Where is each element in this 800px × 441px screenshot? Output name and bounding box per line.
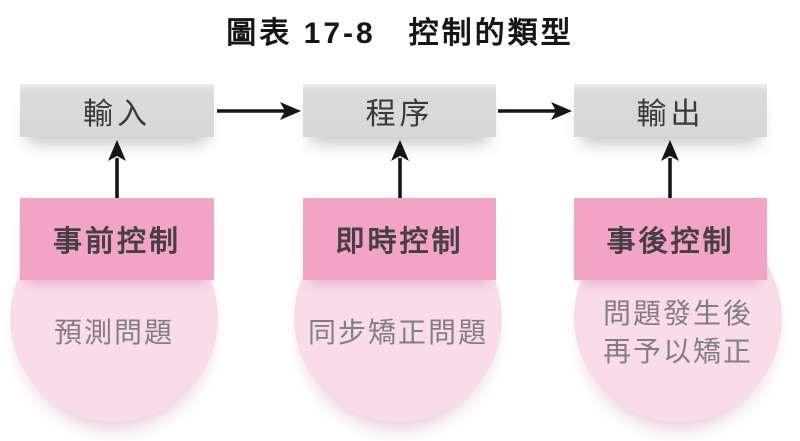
arrow-feedback-to-output-icon bbox=[661, 140, 679, 198]
control-box-feedforward: 事前控制 bbox=[20, 198, 214, 280]
stage-box-input: 輸入 bbox=[20, 84, 214, 137]
description-label-feedforward: 預測問題 bbox=[53, 317, 174, 349]
arrow-input-to-process-icon bbox=[217, 102, 301, 120]
control-box-concurrent: 即時控制 bbox=[303, 198, 496, 280]
control-label-feedforward: 事前控制 bbox=[52, 226, 181, 258]
stage-label-output: 輸出 bbox=[636, 97, 705, 131]
stage-box-process: 程序 bbox=[303, 84, 496, 137]
arrow-process-to-output-icon bbox=[498, 102, 572, 120]
arrow-concurrent-to-process-icon bbox=[391, 140, 409, 198]
page-title: 圖表 17-8 控制的類型 bbox=[226, 17, 574, 50]
description-label-concurrent: 同步矯正問題 bbox=[307, 317, 488, 349]
stage-label-input: 輸入 bbox=[83, 97, 151, 131]
arrow-feedforward-to-input-icon bbox=[108, 140, 126, 198]
control-label-feedback: 事後控制 bbox=[606, 226, 735, 258]
stage-box-output: 輸出 bbox=[574, 84, 767, 137]
control-label-concurrent: 即時控制 bbox=[335, 226, 464, 258]
stage-label-process: 程序 bbox=[365, 97, 434, 131]
control-box-feedback: 事後控制 bbox=[574, 198, 767, 280]
description-label-feedback: 問題發生後 再予以矯正 bbox=[602, 298, 753, 367]
